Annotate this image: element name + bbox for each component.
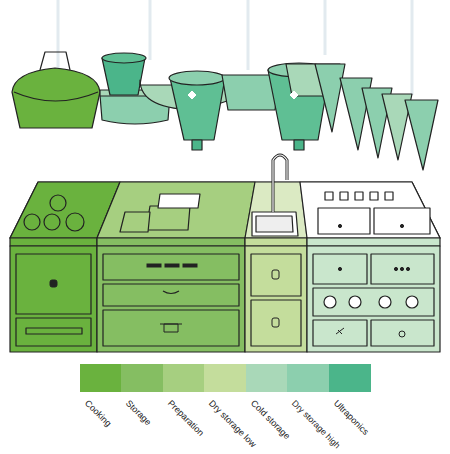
legend-label: Ultraponics: [331, 398, 371, 438]
legend-swatch: [163, 364, 205, 392]
legend-swatch: [121, 364, 163, 392]
legend-swatch: [80, 364, 122, 392]
legend-swatch: [204, 364, 246, 392]
legend-swatch: [329, 364, 371, 392]
legend-label: Storage: [124, 398, 154, 428]
legend-label: Cold storage: [248, 398, 292, 442]
legend-swatch: [246, 364, 288, 392]
legend-label: Cooking: [82, 398, 113, 429]
legend-swatch: [287, 364, 329, 392]
legend-label: Preparation: [165, 398, 206, 439]
